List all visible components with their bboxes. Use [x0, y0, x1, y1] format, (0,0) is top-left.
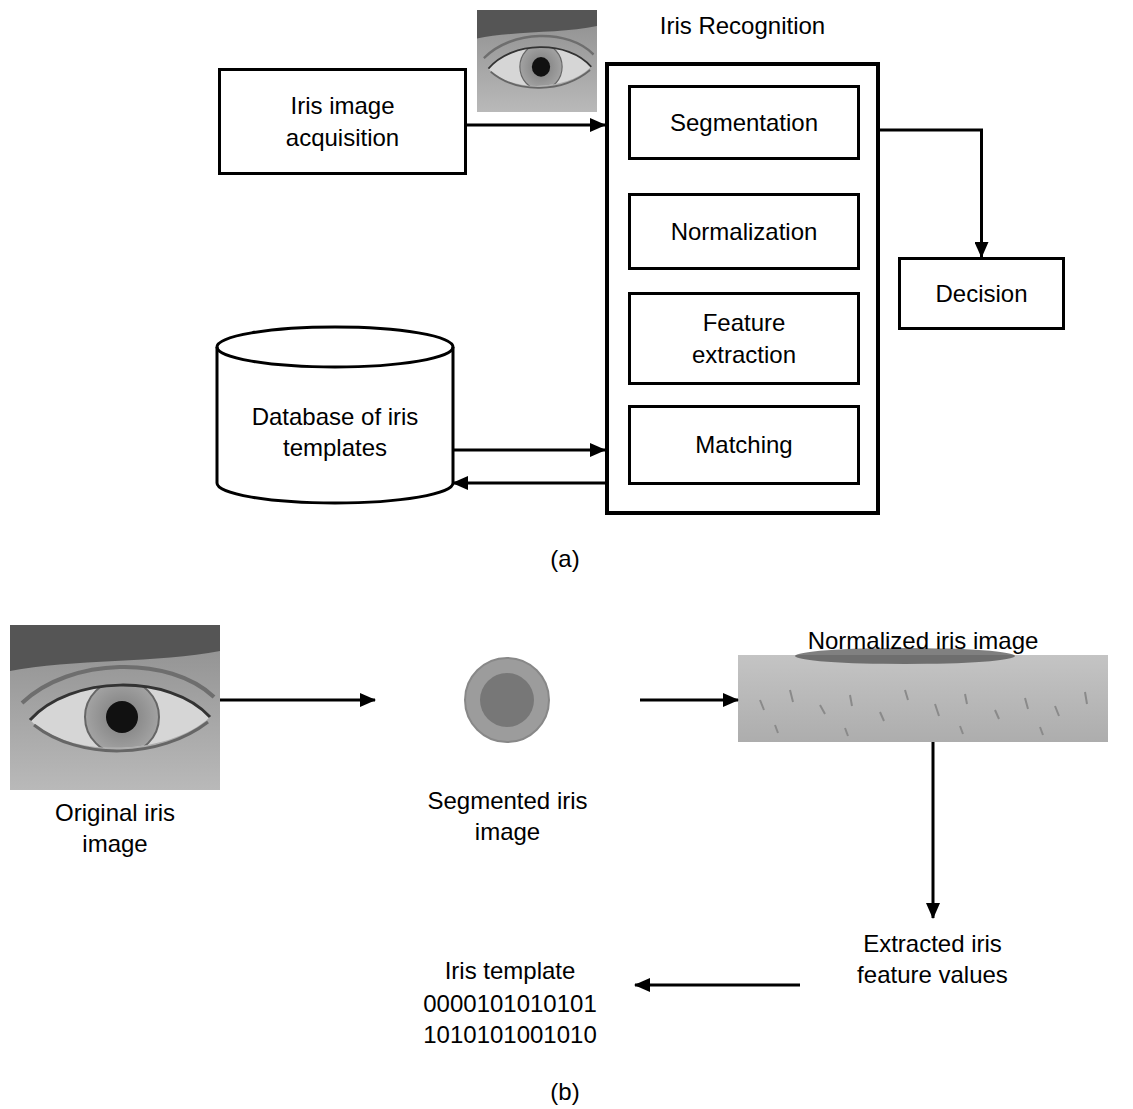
binary-code: 0000101010101 1010101001010 [423, 988, 597, 1050]
flow-arrow [467, 124, 605, 127]
flow-arrow [880, 130, 982, 257]
image-stage: Original iris image [10, 625, 220, 865]
flow-arrow [220, 699, 375, 702]
process-box: Feature extraction [628, 292, 860, 385]
process-box: Normalization [628, 193, 860, 270]
node-label: Normalized iris image [808, 625, 1039, 656]
node-label: Original iris image [30, 797, 200, 859]
node-label: Feature extraction [664, 307, 824, 369]
node-label: Iris image acquisition [258, 90, 428, 152]
template-stage: Iris template0000101010101 1010101001010 [385, 950, 635, 1055]
image-stage: Normalized iris image [738, 625, 1108, 742]
node-label: Segmentation [670, 107, 818, 138]
flow-arrow [640, 699, 738, 702]
frame-heading: Iris Recognition [609, 10, 876, 41]
flow-arrow [932, 742, 935, 918]
node-label: Extracted iris feature values [833, 928, 1033, 990]
flow-arrow [635, 984, 800, 987]
flow-arrow [453, 482, 605, 485]
system-frame: Iris RecognitionSegmentationNormalizatio… [605, 62, 880, 515]
image-stage: Segmented iris image [375, 655, 640, 865]
node-label: Normalization [671, 216, 818, 247]
eye-photo-original [10, 625, 220, 790]
node-label: Iris template [445, 955, 576, 986]
node-label: Segmented iris image [415, 785, 600, 847]
flow-arrow [453, 449, 605, 452]
segmented-iris-picture [465, 658, 549, 742]
panel-label: (a) [535, 543, 595, 574]
node-label: Decision [935, 278, 1027, 309]
output-box: Decision [898, 257, 1065, 330]
eye-photo-small [477, 10, 597, 112]
process-box: Matching [628, 405, 860, 485]
process-box: Segmentation [628, 85, 860, 160]
process-box: Iris image acquisition [218, 68, 467, 175]
database-cylinder: Database of iris templates [215, 325, 455, 505]
node-label: Matching [695, 429, 792, 460]
feature-stage: Extracted iris feature values [800, 918, 1065, 1000]
panel-label: (b) [535, 1076, 595, 1107]
node-label: Database of iris templates [235, 401, 435, 463]
normalized-iris-picture [738, 648, 1108, 742]
